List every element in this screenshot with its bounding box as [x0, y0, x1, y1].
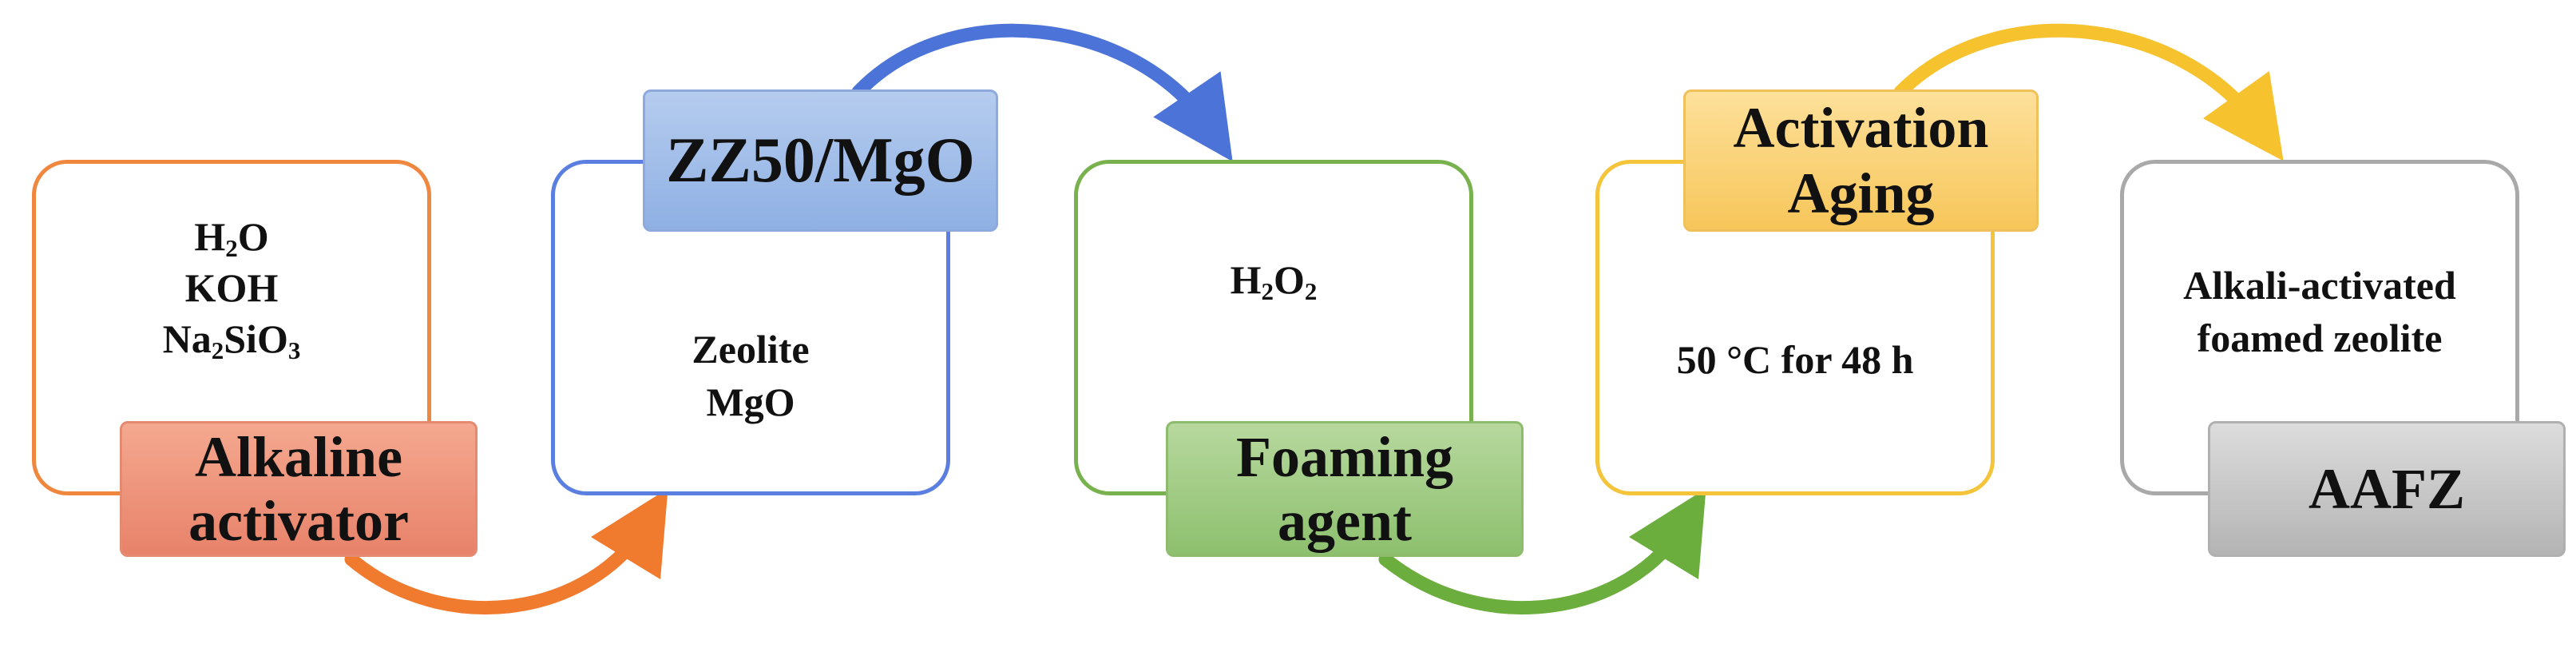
step-3-content: H2O2	[1074, 232, 1473, 328]
step-3-tag-line-1: Foaming	[1235, 425, 1453, 489]
step-2-tag-line-1: ZZ50/MgO	[666, 125, 975, 196]
step-4-content-line-1: 50 °C for 48 h	[1676, 337, 1914, 382]
step-1-content-line-2: KOH	[184, 265, 279, 310]
step-4-label-tag: Activation Aging	[1683, 89, 2039, 232]
step-1-label-tag: Alkaline activator	[120, 421, 478, 557]
step-2-content-line-1: Zeolite	[692, 327, 810, 372]
step-3-content-line-1: H2O2	[1230, 257, 1318, 305]
arrow-step-4-to-step-5	[1893, 23, 2284, 161]
step-5-content-line-2: foamed zeolite	[2197, 316, 2443, 360]
step-1-tag-line-1: Alkaline	[194, 425, 403, 489]
step-4-tag-line-1: Activation	[1733, 96, 1989, 160]
step-5-label-tag: AAFZ	[2208, 421, 2566, 557]
arrow-step-2-to-step-3	[851, 23, 1233, 162]
step-4-tag-line-2: Aging	[1787, 161, 1935, 225]
step-2-label-tag: ZZ50/MgO	[643, 89, 998, 232]
step-1-content-line-1: H2O	[194, 214, 269, 262]
step-5-tag-line-1: AAFZ	[2308, 456, 2465, 521]
step-1-content: H2O KOH Na2SiO3	[32, 192, 431, 384]
step-1-content-line-3: Na2SiO3	[162, 316, 301, 364]
step-3-tag-line-2: agent	[1278, 489, 1412, 553]
step-4-content: 50 °C for 48 h	[1595, 320, 1995, 400]
step-2-content-line-2: MgO	[706, 380, 795, 424]
step-5-content: Alkali-activated foamed zeolite	[2120, 232, 2519, 392]
step-3-label-tag: Foaming agent	[1166, 421, 1524, 557]
arrow-step-3-to-step-4	[1378, 488, 1706, 615]
step-5-content-line-1: Alkali-activated	[2183, 263, 2456, 308]
arrow-step-1-to-step-2	[344, 488, 668, 615]
step-2-content: Zeolite MgO	[551, 296, 950, 455]
step-1-tag-line-2: activator	[188, 489, 409, 553]
